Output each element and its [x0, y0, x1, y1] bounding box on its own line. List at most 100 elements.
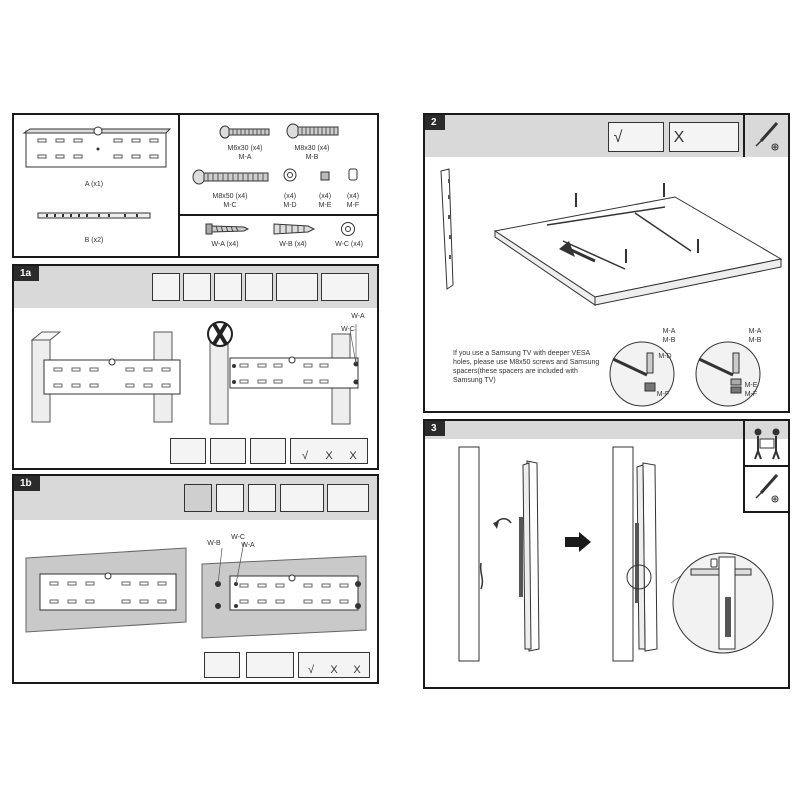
- step-1a-check-x1: X: [325, 450, 333, 462]
- m-d-qty-label: (x4): [283, 193, 297, 200]
- step-3-side-divider: [743, 421, 745, 513]
- w-c-label: W-C (x4): [335, 241, 363, 248]
- step-2-detail-left-drawing: [609, 341, 675, 407]
- step-1b-seq-1-icon: [204, 652, 240, 678]
- step-1b-check-x1: X: [330, 664, 338, 676]
- parts-divider-horizontal: [178, 214, 377, 216]
- w-b-label: W-B (x4): [279, 241, 307, 248]
- stud-finder-icon: [183, 273, 211, 301]
- spacer-m-f-icon: [348, 168, 358, 181]
- step-1b-check-x2: X: [353, 664, 361, 676]
- socket-wrench-icon: [321, 273, 369, 301]
- m-c-code-label: M-C: [223, 202, 237, 209]
- m-e-qty-label: (x4): [318, 193, 332, 200]
- step-2-right-m-e: M-E: [744, 382, 758, 389]
- w-a-label: W-A (x4): [211, 241, 239, 248]
- m-b-code-label: M-B: [305, 154, 319, 161]
- step-3-hang-tv-drawing: [458, 446, 540, 662]
- wall-plate-a-drawing: [22, 126, 172, 168]
- lag-bolt-w-a-icon: [205, 223, 250, 235]
- step-2-tv-back-drawing: [440, 168, 783, 306]
- step-1b-checks-box: [298, 652, 370, 678]
- drill-bit-icon: [276, 273, 318, 301]
- drill-icon: [248, 484, 276, 512]
- masonry-bit-icon: [280, 484, 324, 512]
- step-2-left-m-a: M-A: [662, 328, 676, 335]
- screw-m-a-icon: [219, 125, 270, 139]
- step-1a-check-x2: X: [349, 450, 357, 462]
- step-1a-seq-3-icon: [250, 438, 286, 464]
- m-a-size-label: M6x30 (x4): [227, 145, 263, 152]
- part-b-label: B (x2): [84, 237, 104, 244]
- screw-m-c-icon: [192, 169, 269, 185]
- step-2-right-m-b: M-B: [748, 337, 762, 344]
- step-3-lock-detail-drawing: [670, 552, 774, 654]
- rail-b-drawing: [37, 212, 151, 219]
- step-2-right-m-f: M-F: [744, 391, 758, 398]
- step-3-header: [425, 421, 788, 439]
- parts-divider-vertical: [178, 115, 180, 256]
- screw-m-b-icon: [286, 123, 339, 139]
- socket-wrench-icon: [327, 484, 369, 512]
- step-1a-seq-2-icon: [210, 438, 246, 464]
- step-1a-checks-box: [290, 438, 368, 464]
- m-f-qty-label: (x4): [346, 193, 360, 200]
- step-3-side-divider-h1: [743, 465, 788, 467]
- step-1b-check-ok: √: [307, 664, 315, 676]
- step-3-panel: 3: [423, 419, 790, 689]
- step-2-check-mark: √: [613, 129, 623, 146]
- drill-icon: [245, 273, 273, 301]
- step-2-left-m-f: M-F: [656, 391, 670, 398]
- step-1b-w-b-callout: W-B: [207, 540, 221, 547]
- step-1a-panel: 1a W-A W-C √ X X: [12, 264, 379, 470]
- step-1a-number: 1a: [14, 266, 40, 281]
- samsung-spacer-note: If you use a Samsung TV with deeper VESA…: [453, 350, 600, 384]
- step-1b-anchors-drawing: [201, 541, 367, 639]
- wrong-hardware-icon: [669, 122, 739, 152]
- step-3-side-divider-h2: [743, 511, 788, 513]
- step-1a-w-c-callout: W-C: [341, 326, 355, 333]
- m-d-code-label: M-D: [283, 202, 297, 209]
- step-3-mounted-tv-drawing: [612, 446, 658, 662]
- step-1b-panel: 1b W-B W-C W-A √ X X: [12, 474, 379, 684]
- pencil-icon: [214, 273, 242, 301]
- step-2-panel: 2 √ X If you use a Samsung TV with deepe…: [423, 113, 790, 413]
- step-1a-w-a-callout: W-A: [351, 313, 365, 320]
- washer-m-d-icon: [283, 168, 297, 182]
- step-2-left-m-d: M-D: [658, 353, 672, 360]
- washer-w-c-icon: [341, 222, 355, 236]
- pencil-icon: [216, 484, 244, 512]
- step-2-divider: [743, 115, 745, 157]
- step-1b-seq-2-icon: [246, 652, 294, 678]
- step-1a-seq-1-icon: [170, 438, 206, 464]
- step-1a-studs-plate-drawing: [30, 331, 181, 423]
- anchor-w-b-icon: [273, 223, 316, 235]
- step-3-next-arrow-icon: [565, 532, 591, 552]
- step-1a-check-ok: √: [301, 450, 309, 462]
- m-b-size-label: M8x30 (x4): [294, 145, 330, 152]
- step-1a-bolts-drawing: [207, 321, 359, 425]
- parts-panel: A (x1) B (x2) M6x30 (x4) M-A M8x30 (x4) …: [12, 113, 379, 258]
- step-2-detail-right-drawing: [695, 341, 761, 407]
- two-people-lift-icon: [754, 428, 780, 460]
- step-3-number: 3: [425, 421, 445, 436]
- step-2-cross-mark: X: [673, 129, 685, 146]
- step-1b-number: 1b: [14, 476, 40, 491]
- step-2-right-m-a: M-A: [748, 328, 762, 335]
- step-2-left-m-b: M-B: [662, 337, 676, 344]
- step-2-number: 2: [425, 115, 445, 130]
- screwdriver-icon: [755, 122, 779, 151]
- step-1b-concrete-plate-drawing: [25, 547, 187, 633]
- wood-stud-icon: [152, 273, 180, 301]
- m-a-code-label: M-A: [238, 154, 252, 161]
- screwdriver-icon: [755, 474, 779, 503]
- step-1b-w-c-callout: W-C: [231, 534, 245, 541]
- m-c-size-label: M8x50 (x4): [212, 193, 248, 200]
- m-f-code-label: M-F: [346, 202, 360, 209]
- concrete-wall-icon: [184, 484, 212, 512]
- spacer-m-e-icon: [320, 171, 330, 181]
- m-e-code-label: M-E: [318, 202, 332, 209]
- step-1b-w-a-callout: W-A: [241, 542, 255, 549]
- part-a-label: A (x1): [84, 181, 104, 188]
- correct-hardware-icon: [608, 122, 664, 152]
